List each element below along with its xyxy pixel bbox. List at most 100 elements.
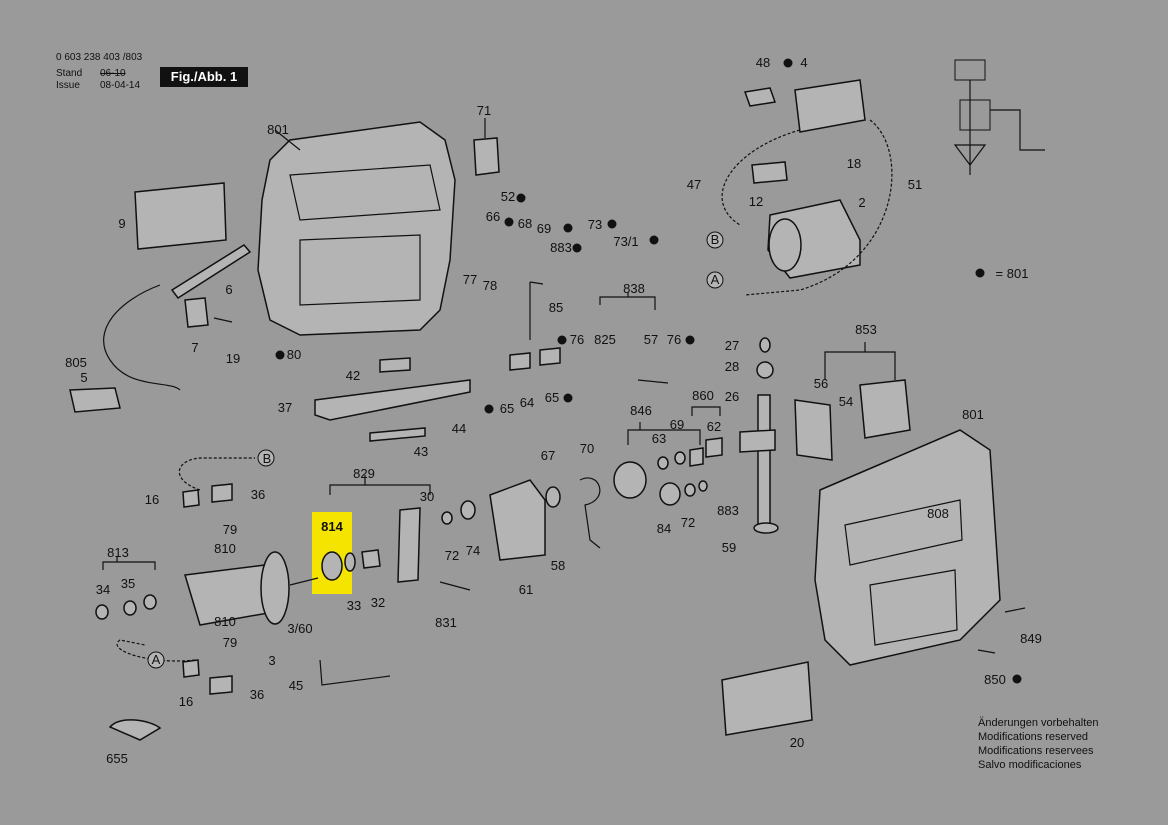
label-63: 63 <box>652 431 666 446</box>
part-labels: 801 71 52 9 66 68 69 73 73/1 883 6 77 78… <box>65 55 1042 766</box>
label-58: 58 <box>551 558 565 573</box>
doc-number: 0 603 238 403 /803 <box>56 52 143 63</box>
label-64: 64 <box>520 395 534 410</box>
circle-markers <box>147 231 724 669</box>
label-52: 52 <box>501 189 515 204</box>
label-20: 20 <box>790 735 804 750</box>
label-79b: 79 <box>223 635 237 650</box>
label-850: 850 <box>984 672 1006 687</box>
issue-value: 08-04-14 <box>100 80 141 91</box>
label-814: 814 <box>321 519 343 534</box>
motor-field <box>767 199 861 279</box>
label-813: 813 <box>107 545 129 560</box>
label-883b: 883 <box>717 503 739 518</box>
label-30: 30 <box>420 489 434 504</box>
label-69b: 69 <box>670 417 684 432</box>
label-78: 78 <box>483 278 497 293</box>
armature <box>184 551 319 626</box>
label-61: 61 <box>519 582 533 597</box>
label-829: 829 <box>353 466 375 481</box>
label-42: 42 <box>346 368 360 383</box>
bullet-markers <box>275 58 1022 684</box>
label-801b: 801 <box>962 407 984 422</box>
label-12: 12 <box>749 194 763 209</box>
part-7-clamp <box>184 297 209 328</box>
label-846: 846 <box>630 403 652 418</box>
label-76a: 76 <box>570 332 584 347</box>
plunger-shaft <box>757 394 771 526</box>
plug <box>69 387 121 413</box>
label-67: 67 <box>541 448 555 463</box>
label-45: 45 <box>289 678 303 693</box>
label-16b: 16 <box>179 694 193 709</box>
part-44-strip <box>369 427 426 442</box>
figure-label: Fig./Abb. 1 <box>160 67 248 87</box>
housing-right-half <box>814 429 1001 666</box>
gear-846 <box>613 461 647 499</box>
label-77: 77 <box>463 272 477 287</box>
part-20-label <box>721 661 813 736</box>
label-43: 43 <box>414 444 428 459</box>
legend-text: = 801 <box>996 266 1029 281</box>
label-18: 18 <box>847 156 861 171</box>
label-853: 853 <box>855 322 877 337</box>
label-65b: 65 <box>545 390 559 405</box>
label-34: 34 <box>96 582 110 597</box>
power-cord <box>103 284 181 391</box>
label-3-60: 3/60 <box>287 621 312 636</box>
label-5: 5 <box>80 370 87 385</box>
label-84: 84 <box>657 521 671 536</box>
hex-key <box>319 659 391 686</box>
label-16a: 16 <box>145 492 159 507</box>
label-66: 66 <box>486 209 500 224</box>
part-853-bracket <box>859 379 911 439</box>
label-72b: 72 <box>681 515 695 530</box>
label-80: 80 <box>287 347 301 362</box>
label-6: 6 <box>225 282 232 297</box>
label-26: 26 <box>725 389 739 404</box>
label-73: 73 <box>588 217 602 232</box>
label-810a: 810 <box>214 541 236 556</box>
label-810b: 810 <box>214 614 236 629</box>
label-838: 838 <box>623 281 645 296</box>
label-69a: 69 <box>537 221 551 236</box>
note-line: Änderungen vorbehalten <box>978 717 1099 729</box>
label-3: 3 <box>268 653 275 668</box>
label-56: 56 <box>814 376 828 391</box>
label-19: 19 <box>226 351 240 366</box>
note-line: Modifications reserved <box>978 731 1089 743</box>
label-47: 47 <box>687 177 701 192</box>
note-line: Salvo modificaciones <box>978 759 1082 771</box>
base-plate <box>314 379 471 421</box>
issue-label: Issue <box>56 80 80 91</box>
label-33: 33 <box>347 598 361 613</box>
label-805: 805 <box>65 355 87 370</box>
label-825: 825 <box>594 332 616 347</box>
stand-value: 06-10 <box>100 68 126 79</box>
label-A2: A <box>711 272 720 287</box>
label-9: 9 <box>118 216 125 231</box>
label-27: 27 <box>725 338 739 353</box>
label-44: 44 <box>452 421 466 436</box>
label-32: 32 <box>371 595 385 610</box>
label-73-1: 73/1 <box>613 234 638 249</box>
modification-notes: Änderungen vorbehalten Modifications res… <box>978 716 1098 772</box>
part-71-shape <box>473 137 500 176</box>
label-801a: 801 <box>267 122 289 137</box>
label-54: 54 <box>839 394 853 409</box>
label-849: 849 <box>1020 631 1042 646</box>
label-36b: 36 <box>250 687 264 702</box>
label-831: 831 <box>435 615 457 630</box>
label-2: 2 <box>858 195 865 210</box>
housing-left-half <box>257 121 456 336</box>
label-36a: 36 <box>251 487 265 502</box>
note-line: Modifications reservees <box>978 745 1094 757</box>
label-4: 4 <box>800 55 807 70</box>
part-9-plate <box>134 182 227 250</box>
bearing-plate <box>397 507 421 583</box>
part-6-sleeve <box>170 244 252 300</box>
circuit-schematic <box>953 59 1045 175</box>
label-57: 57 <box>644 332 658 347</box>
